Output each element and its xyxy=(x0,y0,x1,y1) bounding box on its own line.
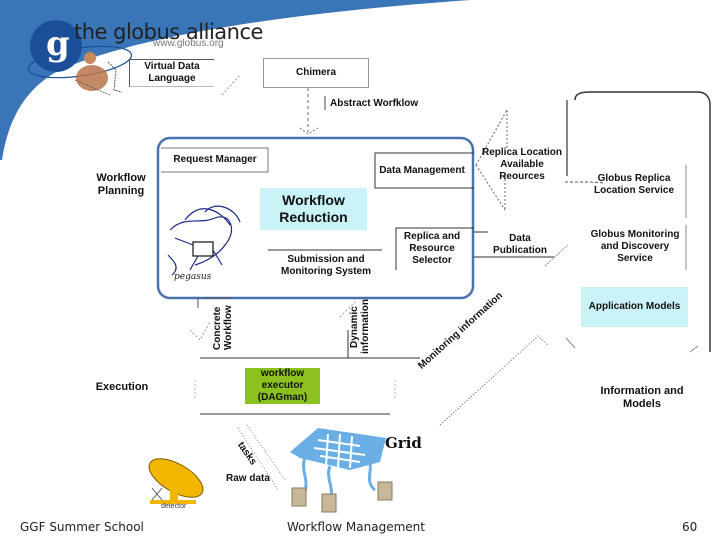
application-models-box: Application Models xyxy=(581,287,688,327)
org-name: the globus alliance xyxy=(74,20,263,44)
replica-location-available-label: Replica Location Available Reources xyxy=(482,147,563,182)
workflow-reduction-box: Workflow Reduction xyxy=(260,188,367,230)
services-container xyxy=(574,91,711,352)
chimera-box: Chimera xyxy=(263,58,369,88)
dynamic-information-label: Dynamic information xyxy=(349,299,371,355)
information-models-label: Information and Models xyxy=(600,385,684,410)
request-manager-box: Request Manager xyxy=(173,154,257,165)
data-publication-label: Data Publication xyxy=(493,233,547,256)
globus-logo-letter: g xyxy=(46,24,70,64)
pegasus-label: pegasus xyxy=(174,272,212,282)
pegasus-sketch xyxy=(167,205,241,276)
footer-left: GGF Summer School xyxy=(20,520,144,534)
virtual-data-language-box: Virtual Data Language xyxy=(129,59,214,87)
grid-icon xyxy=(290,428,393,513)
replica-resource-selector-box: Replica and Resource Selector xyxy=(403,231,461,266)
scientist-clipart xyxy=(74,52,123,96)
workflow-executor-box: workflow executor (DAGman) xyxy=(245,368,320,404)
detector-label: detector xyxy=(161,503,187,510)
globus-mds-box: Globus Monitoring and Discovery Service xyxy=(590,229,680,264)
org-url: www.globus.org xyxy=(153,38,224,49)
globus-rls-box: Globus Replica Location Service xyxy=(593,173,675,196)
raw-data-label: Raw data xyxy=(226,473,270,484)
data-management-box: Data Management xyxy=(379,165,465,176)
detector-icon xyxy=(148,458,204,504)
submission-monitoring-box: Submission and Monitoring System xyxy=(280,254,371,277)
execution-label: Execution xyxy=(95,381,149,393)
page-number: 60 xyxy=(682,520,698,534)
grid-label: Grid xyxy=(385,434,422,452)
concrete-workflow-label: Concrete Workflow xyxy=(212,305,234,351)
footer-center: Workflow Management xyxy=(287,520,425,534)
logo-circle xyxy=(30,20,82,72)
header-swoosh xyxy=(0,0,470,160)
abstract-workflow-label: Abstract Worfklow xyxy=(330,98,419,109)
workflow-planning-label: Workflow Planning xyxy=(96,172,146,197)
